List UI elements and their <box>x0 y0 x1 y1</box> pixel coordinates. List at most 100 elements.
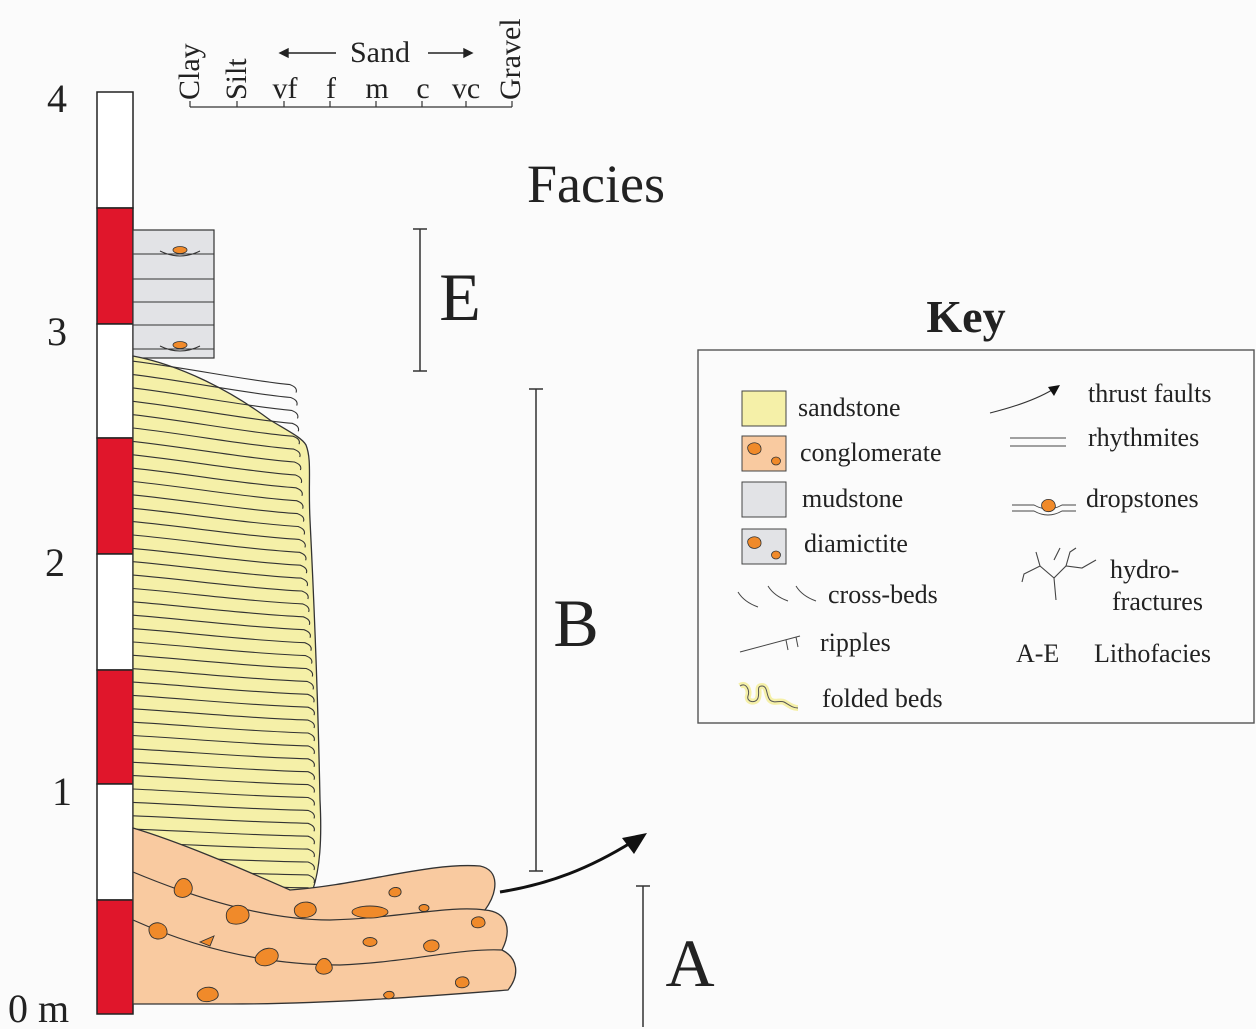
thrust-faults-symbol <box>989 385 1060 414</box>
sandstone-bed-line <box>132 654 314 677</box>
sandstone-bed-line <box>132 400 300 432</box>
sand-label: Sand <box>350 36 410 69</box>
key-label-diamictite: diamictite <box>804 529 908 558</box>
conglomerate-clast <box>362 937 378 947</box>
sandstone-bed-line <box>132 614 311 638</box>
sandstone-bed-line <box>132 534 307 561</box>
sandstone-bed-line <box>132 828 315 845</box>
sandstone-bed-line <box>132 734 315 755</box>
sand-arrows <box>278 47 474 59</box>
rhythmites-symbol <box>1010 437 1066 447</box>
facies-brackets <box>413 228 650 1027</box>
sandstone-bed-line <box>132 574 309 600</box>
conglomerate-clast <box>198 935 215 947</box>
sandstone-bed-line <box>132 440 302 471</box>
grain-tick-vc: vc <box>452 72 480 105</box>
key-label-conglomerate: conglomerate <box>800 438 942 467</box>
conglomerate-clast <box>315 958 333 975</box>
key-label-dropstones: dropstones <box>1086 484 1199 513</box>
mudstone-unit <box>132 229 215 359</box>
facies-title: Facies <box>527 154 665 214</box>
sandstone-bed-line <box>132 387 299 419</box>
grain-tick-clay: Clay <box>173 43 206 100</box>
sandstone-bed-line <box>132 628 312 651</box>
key-box <box>697 349 1255 724</box>
sandstone-bed-line <box>132 668 314 690</box>
sandstone-bed-line <box>132 801 315 819</box>
diamictite-swatch <box>741 528 787 565</box>
facies-label-b: B <box>553 585 598 661</box>
grain-tick-m: m <box>365 72 388 105</box>
key-label-thrust-faults: thrust faults <box>1088 379 1212 408</box>
scale-label-4: 4 <box>47 76 67 121</box>
sandstone-bed-line <box>132 748 315 768</box>
sandstone-bed-line <box>132 427 301 458</box>
conglomerate-clast <box>418 904 430 912</box>
key-label-folded-beds: folded beds <box>822 684 943 713</box>
sandstone-swatch <box>741 390 787 427</box>
scale-label-2: 2 <box>45 540 65 585</box>
key-title: Key <box>926 291 1005 342</box>
key-label-fractures: fractures <box>1112 587 1203 616</box>
sandstone-bed-line <box>132 547 308 574</box>
sandstone-bed-line <box>132 694 315 716</box>
conglomerate-clast <box>351 905 389 919</box>
grain-tick-c: c <box>416 72 429 105</box>
conglomerate-clast <box>254 947 279 967</box>
dropstone-clast <box>172 341 188 349</box>
grain-size-axis <box>189 101 513 108</box>
conglomerate-clast <box>173 878 193 898</box>
sandstone-bed-line <box>132 761 315 780</box>
key-label-sandstone: sandstone <box>798 393 901 422</box>
ripples-symbol <box>739 635 801 653</box>
sandstone-bed-line <box>132 480 304 509</box>
conglomerate-clast <box>225 904 250 925</box>
conglomerate-clast <box>293 901 317 919</box>
sandstone-bed-line <box>132 788 315 806</box>
sandstone-bed-line <box>132 360 297 393</box>
sandstone-bed-line <box>132 521 306 548</box>
conglomerate-clast <box>454 976 470 989</box>
conglomerate-swatch <box>741 435 787 472</box>
facies-label-a: A <box>665 925 714 1001</box>
facies-label-e: E <box>439 259 481 335</box>
sandstone-bed-line <box>132 775 315 793</box>
scale-bar <box>96 91 134 1015</box>
key-label-cross-beds: cross-beds <box>828 580 938 609</box>
sandstone-bed-line <box>132 414 300 445</box>
sandstone-bed-line <box>132 454 303 484</box>
mudstone-swatch <box>741 481 787 518</box>
sandstone-bed-line <box>132 587 310 613</box>
dropstones-symbol <box>1012 498 1076 516</box>
sandstone-bed-line <box>132 561 309 587</box>
sandstone-unit <box>132 355 322 897</box>
thrust-fault-arrow <box>499 833 647 894</box>
sandstone-bed-line <box>132 641 313 664</box>
cross-beds-symbol <box>737 585 817 608</box>
scale-label-3: 3 <box>47 309 67 354</box>
key-label-mudstone: mudstone <box>802 484 903 513</box>
conglomerate-clast <box>196 986 219 1003</box>
sandstone-bed-line <box>132 467 303 497</box>
conglomerate-clast <box>148 922 168 940</box>
sandstone-bed-line <box>132 708 315 729</box>
scale-label-0: 0 m <box>8 986 69 1029</box>
key-label-hydro: hydro- <box>1110 555 1179 584</box>
conglomerate-clast <box>423 939 440 953</box>
conglomerate-clast <box>388 887 402 898</box>
sandstone-bed-line <box>132 681 315 703</box>
grain-tick-gravel: Gravel <box>494 18 527 100</box>
sandstone-bed-line <box>132 494 305 522</box>
folded-beds-symbol <box>738 682 799 711</box>
key-label-rhythmites: rhythmites <box>1088 423 1199 452</box>
conglomerate-clast <box>383 990 395 1000</box>
key-label-lithofacies: Lithofacies <box>1094 639 1211 668</box>
hydrofractures-symbol <box>1021 547 1097 601</box>
sandstone-bed-line <box>132 721 315 742</box>
scale-label-1: 1 <box>52 769 72 814</box>
key-label-ripples: ripples <box>820 628 891 657</box>
key-code-lithofacies: A-E <box>1016 639 1059 668</box>
sandstone-bed-line <box>132 815 315 832</box>
conglomerate-clast <box>470 916 486 929</box>
